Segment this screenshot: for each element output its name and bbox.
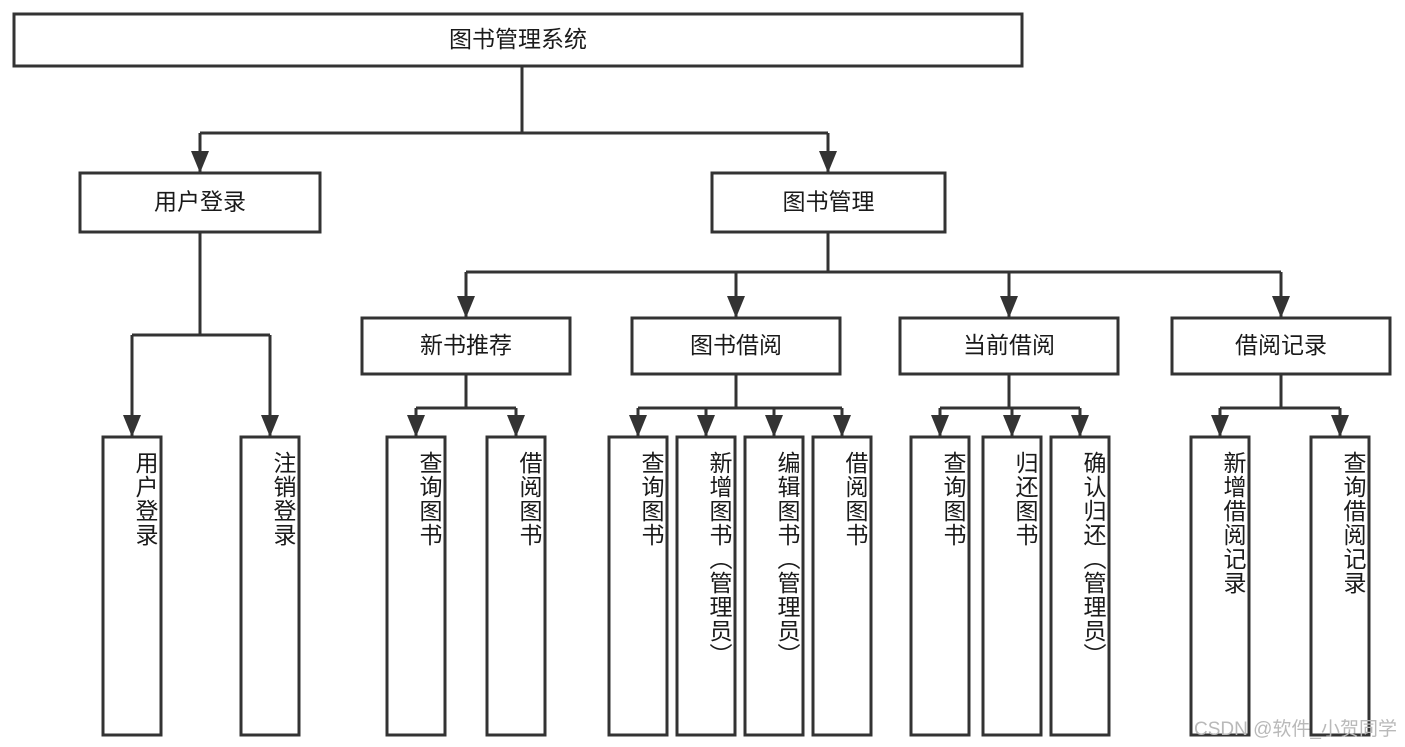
arrow-head-icon <box>1071 415 1089 437</box>
level3-node-borrow-record-label: 借阅记录 <box>1235 332 1327 358</box>
arrow-head-icon <box>507 415 525 437</box>
arrow-head-icon <box>629 415 647 437</box>
arrow-head-icon <box>457 296 475 318</box>
arrow-head-icon <box>1331 415 1349 437</box>
arrow-head-icon <box>191 151 209 173</box>
root-node-label: 图书管理系统 <box>449 26 587 52</box>
arrow-head-icon <box>697 415 715 437</box>
leaf-node-leaf-edit-book-box <box>743 435 805 737</box>
root-node-box <box>12 12 1024 68</box>
leaf-node-leaf-confirm-return-box <box>1049 435 1111 737</box>
leaf-node-leaf-add-borrow-record-box <box>1189 435 1251 737</box>
level2-node-user-login-box <box>78 171 322 234</box>
leaf-node-leaf-query-borrow-record-box <box>1309 435 1371 737</box>
level3-node-new-book-recommend-box <box>360 316 572 376</box>
arrow-head-icon <box>407 415 425 437</box>
leaf-node-leaf-return-book-box <box>981 435 1043 737</box>
level2-node-user-login-label: 用户登录 <box>154 189 246 215</box>
level3-node-book-borrow-label: 图书借阅 <box>690 332 782 358</box>
arrow-head-icon <box>1211 415 1229 437</box>
arrow-head-icon <box>123 415 141 437</box>
level3-node-new-book-recommend-label: 新书推荐 <box>420 332 512 358</box>
level3-node-current-borrow-box <box>898 316 1120 376</box>
arrow-head-icon <box>833 415 851 437</box>
level2-node-book-management-label: 图书管理 <box>783 189 875 215</box>
connector-layer <box>123 66 1349 437</box>
leaf-node-leaf-query-book-recommend-box <box>385 435 447 737</box>
leaf-node-leaf-query-book-box <box>607 435 669 737</box>
level3-node-current-borrow-label: 当前借阅 <box>963 332 1055 358</box>
csdn-watermark: CSDN @软件_小贺同学 <box>1194 719 1397 740</box>
arrow-head-icon <box>819 151 837 173</box>
arrow-head-icon <box>1003 415 1021 437</box>
level3-node-book-borrow-box <box>630 316 842 376</box>
node-box-layer <box>12 12 1392 737</box>
arrow-head-icon <box>765 415 783 437</box>
arrow-head-icon <box>261 415 279 437</box>
arrow-head-icon <box>931 415 949 437</box>
leaf-node-leaf-user-login-box <box>101 435 163 737</box>
arrow-head-icon <box>1272 296 1290 318</box>
level2-node-book-management-box <box>710 171 947 234</box>
level3-node-borrow-record-box <box>1170 316 1392 376</box>
arrow-head-icon <box>1000 296 1018 318</box>
leaf-node-leaf-add-book-box <box>675 435 737 737</box>
arrow-head-icon <box>727 296 745 318</box>
leaf-node-leaf-borrow-book-box <box>811 435 873 737</box>
leaf-node-leaf-logout-box <box>239 435 301 737</box>
leaf-node-leaf-query-book-current-box <box>909 435 971 737</box>
leaf-node-leaf-borrow-book-recommend-box <box>485 435 547 737</box>
